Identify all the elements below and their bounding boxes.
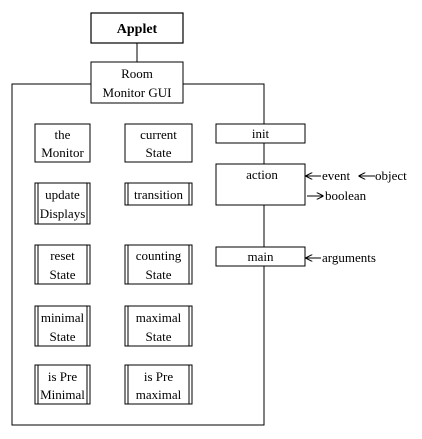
field-current-state: current State [124,123,193,163]
method-is-pre-minimal: is Pre Minimal [34,364,91,405]
arguments-param: arguments [306,250,376,265]
method-counting-state: counting State [124,244,193,285]
gui-label-line1: Room [121,66,153,81]
field-the-monitor-line1: the [55,127,71,142]
method-is-pre-maximal-line2: maximal [136,387,182,402]
method-reset-state: reset State [34,244,91,285]
method-transition: transition [124,182,193,206]
init-label: init [252,126,270,141]
public-method-action: action [215,163,306,206]
method-maximal-state-line2: State [146,329,172,344]
method-is-pre-maximal: is Pre maximal [124,364,193,405]
method-minimal-state-line2: State [50,329,76,344]
field-current-state-line2: State [146,145,172,160]
method-transition-label: transition [134,187,184,202]
field-the-monitor-line2: Monitor [41,145,84,160]
method-is-pre-minimal-line1: is Pre [48,369,77,384]
arguments-label: arguments [322,250,376,265]
boolean-label: boolean [325,188,367,203]
applet-label: Applet [117,22,158,37]
method-minimal-state: minimal State [34,305,91,347]
method-counting-state-line2: State [146,267,172,282]
method-reset-state-line2: State [50,267,76,282]
main-label: main [248,249,274,264]
applet-node: Applet [90,12,184,44]
boolean-return: boolean [307,188,367,203]
method-update-displays-line2: Displays [40,206,86,221]
field-current-state-line1: current [140,127,177,142]
method-counting-state-line1: counting [136,248,182,263]
room-monitor-gui-node: Room Monitor GUI [90,61,184,104]
field-the-monitor: the Monitor [34,123,91,163]
method-is-pre-minimal-line2: Minimal [40,387,85,402]
method-is-pre-maximal-line1: is Pre [144,369,173,384]
method-reset-state-line1: reset [50,248,75,263]
action-label: action [246,167,278,182]
method-update-displays: update Displays [34,182,91,225]
event-param: event [306,168,351,183]
method-maximal-state: maximal State [124,305,193,347]
object-label: object [375,168,407,183]
gui-label-line2: Monitor GUI [103,85,172,100]
event-label: event [322,168,351,183]
method-minimal-state-line1: minimal [41,310,85,325]
public-method-main: main [215,246,306,267]
public-method-init: init [215,123,306,144]
method-maximal-state-line1: maximal [136,310,182,325]
method-update-displays-line1: update [45,187,80,202]
object-param: object [359,168,407,183]
